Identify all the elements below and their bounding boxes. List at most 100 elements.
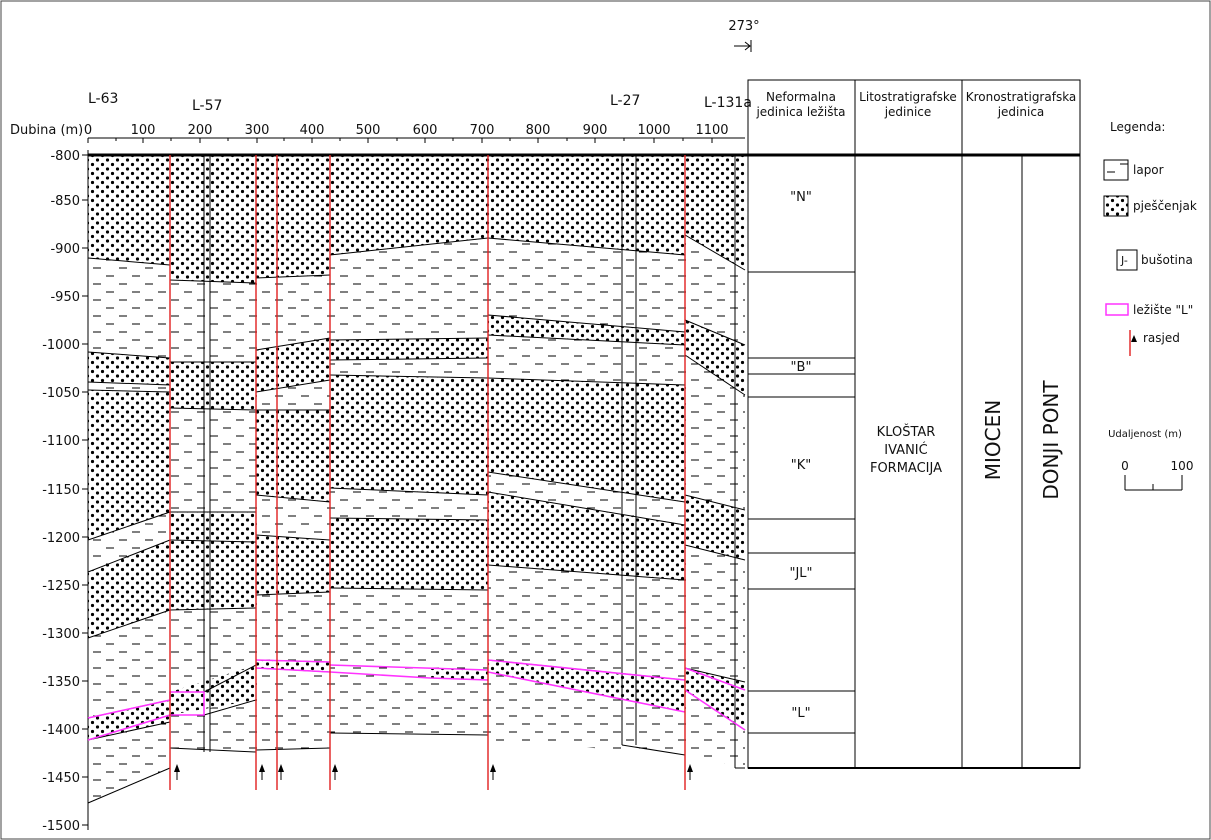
epoch-label: MIOCEN bbox=[981, 400, 1005, 480]
depth-tick: -1200 bbox=[42, 531, 80, 546]
sandstone-layer bbox=[256, 155, 330, 278]
distance-tick: 600 bbox=[413, 123, 438, 138]
legend-label-well: bušotina bbox=[1141, 253, 1193, 267]
marl-layer bbox=[330, 358, 488, 378]
depth-axis-label: Dubina (m) bbox=[10, 123, 83, 138]
marl-layer bbox=[170, 700, 256, 752]
sandstone-layer bbox=[330, 338, 488, 360]
sandstone-layer bbox=[488, 155, 685, 255]
legend-label-sandstone: pješčenjak bbox=[1133, 199, 1197, 213]
unit-label-JL: "JL" bbox=[789, 566, 812, 581]
sandstone-layer bbox=[330, 518, 488, 590]
depth-tick: -1300 bbox=[42, 627, 80, 642]
orientation-arrow-icon bbox=[734, 40, 752, 52]
distance-tick: 300 bbox=[245, 123, 270, 138]
distance-tick: 900 bbox=[583, 123, 608, 138]
sandstone-layer bbox=[685, 155, 745, 270]
sandstone-layer bbox=[330, 375, 488, 495]
marl-layer bbox=[170, 280, 256, 362]
scale-tick-100: 100 bbox=[1171, 459, 1194, 473]
sandstone-layer bbox=[330, 155, 488, 255]
unit-label-K: "K" bbox=[791, 458, 811, 473]
marl-layer bbox=[256, 275, 330, 350]
distance-tick: 500 bbox=[356, 123, 381, 138]
sandstone-layer bbox=[88, 155, 170, 265]
well-label-L-27: L-27 bbox=[610, 93, 640, 109]
legend: Legenda: lapor pješčenjak J- bušotina le… bbox=[1103, 120, 1197, 491]
well-symbol-text: J- bbox=[1120, 254, 1128, 267]
marl-layer bbox=[88, 610, 170, 718]
scale-title: Udaljenost (m) bbox=[1108, 429, 1182, 440]
scale-bar bbox=[1124, 475, 1183, 491]
well-label-L-57: L-57 bbox=[192, 98, 222, 114]
distance-tick: 400 bbox=[300, 123, 325, 138]
sandstone-layer bbox=[256, 535, 330, 595]
header-chronostratigraphic-2: jedinica bbox=[997, 105, 1045, 119]
sandstone-layer bbox=[170, 155, 256, 283]
depth-tick: -850 bbox=[50, 194, 80, 209]
marl-pattern-icon bbox=[1103, 159, 1129, 181]
depth-axis: -800 -850 -900 -950 -1000 -1050 -1100 -1… bbox=[42, 149, 89, 834]
depth-tick: -950 bbox=[50, 290, 80, 305]
marl-layer bbox=[88, 512, 170, 572]
marl-layer bbox=[170, 608, 256, 692]
fault-arrow-icons bbox=[174, 764, 693, 780]
header-lithostratigraphic-2: jedinice bbox=[884, 105, 932, 119]
marl-layer bbox=[330, 588, 488, 670]
distance-axis: 0 100 200 300 400 500 600 700 800 900 10… bbox=[84, 123, 745, 143]
sandstone-layer bbox=[256, 338, 330, 392]
distance-tick: 800 bbox=[526, 123, 551, 138]
marl-layer bbox=[330, 665, 488, 735]
reservoir-L-outline bbox=[87, 659, 746, 741]
depth-tick: -800 bbox=[50, 149, 80, 164]
marl-layer bbox=[170, 408, 256, 512]
marl-layer bbox=[330, 238, 488, 340]
depth-tick: -1150 bbox=[42, 483, 80, 498]
fault-lines bbox=[169, 155, 686, 790]
distance-tick: 0 bbox=[84, 123, 92, 138]
well-label-L-63: L-63 bbox=[88, 91, 118, 107]
unit-label-L: "L" bbox=[791, 706, 810, 721]
unit-label-B: "B" bbox=[791, 360, 812, 375]
header-informal-unit-2: jedinica ležišta bbox=[755, 105, 845, 119]
sandstone-layer bbox=[88, 352, 170, 385]
section-block-4 bbox=[329, 155, 489, 736]
section-block-6 bbox=[684, 155, 746, 769]
marl-layer bbox=[256, 592, 330, 662]
sandstone-layer bbox=[88, 700, 170, 740]
depth-tick: -1500 bbox=[42, 819, 80, 834]
sandstone-layer bbox=[685, 495, 745, 560]
legend-label-fault: rasjed bbox=[1143, 331, 1180, 345]
formation-line-3: FORMACIJA bbox=[870, 461, 942, 476]
depth-tick: -1450 bbox=[42, 771, 80, 786]
scale-tick-0: 0 bbox=[1121, 459, 1129, 473]
header-lithostratigraphic: Litostratigrafske bbox=[859, 90, 957, 104]
legend-label-marl: lapor bbox=[1133, 163, 1164, 177]
section-block-5 bbox=[487, 155, 686, 756]
marl-layer bbox=[685, 235, 745, 345]
distance-tick: 1100 bbox=[695, 123, 728, 138]
distance-tick: 200 bbox=[188, 123, 213, 138]
stratigraphy-table bbox=[747, 79, 1081, 769]
section-block-1 bbox=[87, 155, 171, 804]
depth-tick: -1350 bbox=[42, 675, 80, 690]
depth-tick: -1050 bbox=[42, 386, 80, 401]
depth-tick: -1100 bbox=[42, 434, 80, 449]
well-label-L-131a: L-131a bbox=[704, 95, 752, 111]
distance-tick: 1000 bbox=[637, 123, 670, 138]
formation-line-1: KLOŠTAR bbox=[877, 424, 936, 440]
depth-tick: -900 bbox=[50, 242, 80, 257]
legend-title: Legenda: bbox=[1110, 120, 1165, 134]
reservoir-outline-icon bbox=[1105, 303, 1129, 316]
unit-label-N: "N" bbox=[790, 190, 812, 205]
section-block-2 bbox=[169, 155, 257, 753]
depth-tick: -1400 bbox=[42, 723, 80, 738]
depth-tick: -1250 bbox=[42, 579, 80, 594]
marl-layer bbox=[256, 495, 330, 540]
sandstone-layer bbox=[256, 410, 330, 502]
legend-label-reservoir: ležište "L" bbox=[1133, 303, 1193, 317]
sandstone-layer bbox=[430, 668, 488, 680]
sandstone-layer bbox=[170, 362, 256, 410]
